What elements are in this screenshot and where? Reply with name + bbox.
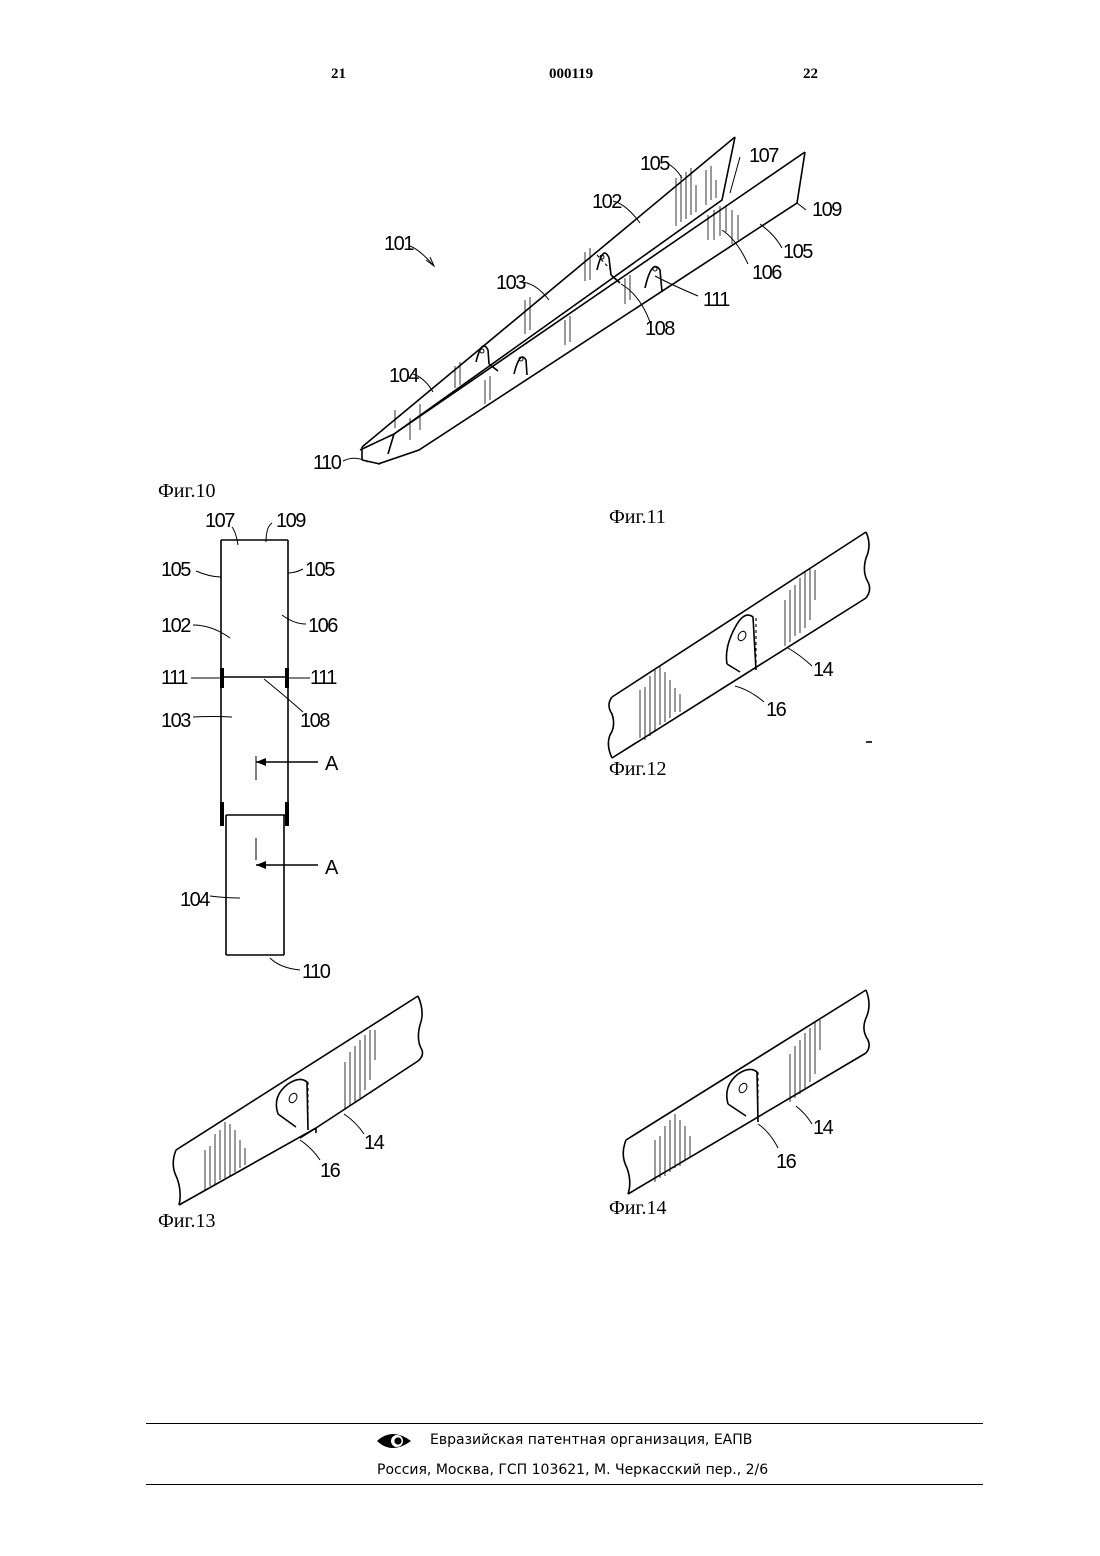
patent-drawings: 101 102 103 104 105 105 106 107 108 109 … xyxy=(0,0,1100,1400)
fig10-label-104: 104 xyxy=(389,365,419,387)
figure-11-caption: Фиг.11 xyxy=(609,506,666,529)
footer-bottom-rule xyxy=(146,1484,983,1485)
fig11-label-105-left: 105 xyxy=(161,559,191,581)
fig12-label-14: 14 xyxy=(813,659,834,681)
figure-12-drawing: 14 16 xyxy=(608,532,872,758)
fig11-label-106: 106 xyxy=(308,615,338,637)
fig11-label-103: 103 xyxy=(161,710,191,732)
fig11-label-111-left: 111 xyxy=(161,667,188,689)
fig10-label-107: 107 xyxy=(749,145,779,167)
fig10-label-102: 102 xyxy=(592,191,622,213)
fig10-label-109: 109 xyxy=(812,199,842,221)
fig10-label-105-right: 105 xyxy=(783,241,813,263)
fig14-label-16: 16 xyxy=(776,1151,797,1173)
figure-10-caption: Фиг.10 xyxy=(158,480,215,503)
fig13-label-14: 14 xyxy=(364,1132,385,1154)
fig11-label-109: 109 xyxy=(276,510,306,532)
figure-13-caption: Фиг.13 xyxy=(158,1210,215,1233)
figure-13-drawing: 14 16 xyxy=(173,996,422,1205)
fig11-label-111-right: 111 xyxy=(310,667,337,689)
fig10-label-111: 111 xyxy=(703,289,730,311)
fig11-label-110: 110 xyxy=(302,961,331,983)
fig10-label-110: 110 xyxy=(313,452,342,474)
fig11-label-107: 107 xyxy=(205,510,235,532)
eapo-eye-logo-icon xyxy=(376,1430,412,1452)
fig10-label-105-top: 105 xyxy=(640,153,670,175)
footer-organization: Евразийская патентная организация, ЕАПВ xyxy=(430,1432,752,1448)
fig12-label-16: 16 xyxy=(766,699,787,721)
fig10-label-106: 106 xyxy=(752,262,782,284)
fig14-label-14: 14 xyxy=(813,1117,834,1139)
fig11-label-105-right: 105 xyxy=(305,559,335,581)
figure-12-caption: Фиг.12 xyxy=(609,758,666,781)
fig13-label-16: 16 xyxy=(320,1160,341,1182)
fig10-label-103: 103 xyxy=(496,272,526,294)
figure-10-drawing: 101 102 103 104 105 105 106 107 108 109 … xyxy=(313,137,842,474)
fig11-label-104: 104 xyxy=(180,889,210,911)
fig10-label-101: 101 xyxy=(384,233,414,255)
fig11-label-108: 108 xyxy=(300,710,330,732)
fig11-label-102: 102 xyxy=(161,615,191,637)
figure-14-drawing: 14 16 xyxy=(623,990,869,1194)
footer-top-rule xyxy=(146,1423,983,1424)
figure-14-caption: Фиг.14 xyxy=(609,1197,666,1220)
fig11-label-section-a-bottom: A xyxy=(325,857,339,879)
fig11-label-section-a-top: A xyxy=(325,753,339,775)
footer-address: Россия, Москва, ГСП 103621, М. Черкасски… xyxy=(377,1462,768,1478)
figure-11-drawing: 107 109 105 105 102 106 111 111 103 108 … xyxy=(161,510,339,983)
fig10-label-108: 108 xyxy=(645,318,675,340)
